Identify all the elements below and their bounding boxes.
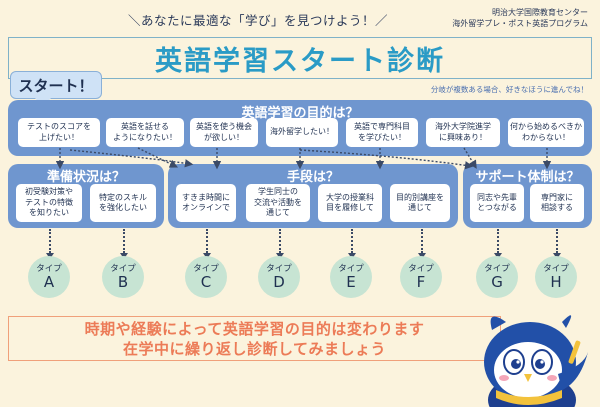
type-g-letter: G: [491, 273, 503, 291]
type-d-letter: D: [273, 273, 285, 291]
means-option-university-courses[interactable]: 大学の授業科 目を履修して: [318, 184, 382, 222]
type-c-letter: C: [200, 273, 212, 291]
support-panel: サポート体制は？ 同志や先輩 とつながる 専門家に 相談する: [463, 164, 592, 228]
type-e[interactable]: タイプ E: [330, 256, 372, 298]
type-d-label: タイプ: [266, 264, 292, 274]
type-b-label: タイプ: [110, 264, 136, 274]
type-c-label: タイプ: [193, 264, 219, 274]
type-f[interactable]: タイプ F: [400, 256, 442, 298]
type-g[interactable]: タイプ G: [476, 256, 518, 298]
type-a-letter: A: [43, 273, 55, 291]
type-h-label: タイプ: [543, 264, 569, 274]
means-panel: 手段は？ すきま時間に オンラインで 学生同士の 交流や活動を 通じて 大学の授…: [168, 164, 458, 228]
purpose-option-use-opportunity[interactable]: 英語を使う機会 が欲しい！: [190, 118, 258, 147]
arrow-to-type-e: [348, 229, 356, 259]
arrow-to-type-f: [418, 229, 426, 259]
purpose-title: 英語学習の目的は？: [241, 106, 359, 121]
support-option-consult-expert[interactable]: 専門家に 相談する: [530, 184, 584, 222]
purpose-option-test-score[interactable]: テストのスコアを 上げたい！: [18, 118, 100, 147]
purpose-option-major-subjects[interactable]: 英語で専門科目 を学びたい！: [346, 118, 418, 147]
footer-line-2: 在学中に繰り返し診断してみましょう: [122, 339, 387, 358]
means-option-online[interactable]: すきま時間に オンラインで: [176, 184, 236, 222]
purpose-option-study-abroad[interactable]: 海外留学したい！: [266, 118, 338, 147]
branch-note: 分岐が複数ある場合、好きなほうに進んでね！: [430, 85, 588, 94]
arrow-to-type-h: [553, 229, 561, 259]
purpose-option-grad-school[interactable]: 海外大学院進学 に興味あり！: [426, 118, 500, 147]
prep-option-test-intro[interactable]: 初受験対策や テストの特徴 を知りたい: [16, 184, 82, 222]
type-g-label: タイプ: [484, 264, 510, 274]
purpose-option-speaking[interactable]: 英語を話せる ようになりたい！: [106, 118, 184, 147]
mascot-illustration: [484, 315, 588, 407]
preparation-panel: 準備状況は？ 初受験対策や テストの特徴 を知りたい 特定のスキル を強化したい: [8, 164, 164, 228]
support-title: サポート体制は？: [475, 170, 580, 185]
start-badge: スタート！: [10, 71, 102, 107]
arrow-to-type-b: [120, 229, 128, 259]
type-b-letter: B: [117, 273, 129, 291]
type-b[interactable]: タイプ B: [102, 256, 144, 298]
arrow-to-type-a: [46, 229, 54, 259]
type-d[interactable]: タイプ D: [258, 256, 300, 298]
footer-line-1: 時期や経験によって英語学習の目的は変わります: [84, 319, 425, 338]
arrow-to-type-c: [203, 229, 211, 259]
page-title: 英語学習スタート診断: [155, 45, 445, 77]
footer-message: 時期や経験によって英語学習の目的は変わります 在学中に繰り返し診断してみましょう: [8, 316, 501, 361]
type-e-letter: E: [346, 273, 356, 291]
header-tagline: ＼あなたに最適な「学び」を見つけよう！／: [128, 13, 389, 28]
organization-name: 明治大学国際教育センター 海外留学プレ・ポスト英語プログラム: [452, 7, 588, 29]
means-option-purpose-courses[interactable]: 目的別講座を 通じて: [390, 184, 450, 222]
preparation-title: 準備状況は？: [46, 170, 125, 185]
title-banner: 英語学習スタート診断: [8, 37, 592, 79]
support-option-connect-peers[interactable]: 同志や先輩 とつながる: [470, 184, 524, 222]
type-e-label: タイプ: [338, 264, 364, 274]
purpose-panel: 英語学習の目的は？ テストのスコアを 上げたい！ 英語を話せる ようになりたい！…: [8, 100, 592, 156]
arrow-to-type-d: [276, 229, 284, 259]
purpose-option-unsure[interactable]: 何から始めるべきか わからない！: [508, 118, 584, 147]
org-line-2: 海外留学プレ・ポスト英語プログラム: [452, 19, 588, 28]
type-a-label: タイプ: [36, 264, 62, 274]
type-c[interactable]: タイプ C: [185, 256, 227, 298]
means-title: 手段は？: [286, 170, 339, 185]
type-h-letter: H: [550, 273, 562, 291]
means-option-peer-activities[interactable]: 学生同士の 交流や活動を 通じて: [246, 184, 310, 222]
org-line-1: 明治大学国際教育センター: [492, 8, 588, 17]
type-f-letter: F: [416, 273, 426, 291]
prep-option-skill-boost[interactable]: 特定のスキル を強化したい: [90, 184, 156, 222]
arrow-to-type-g: [494, 229, 502, 259]
type-h[interactable]: タイプ H: [535, 256, 577, 298]
type-f-label: タイプ: [408, 264, 434, 274]
type-a[interactable]: タイプ A: [28, 256, 70, 298]
